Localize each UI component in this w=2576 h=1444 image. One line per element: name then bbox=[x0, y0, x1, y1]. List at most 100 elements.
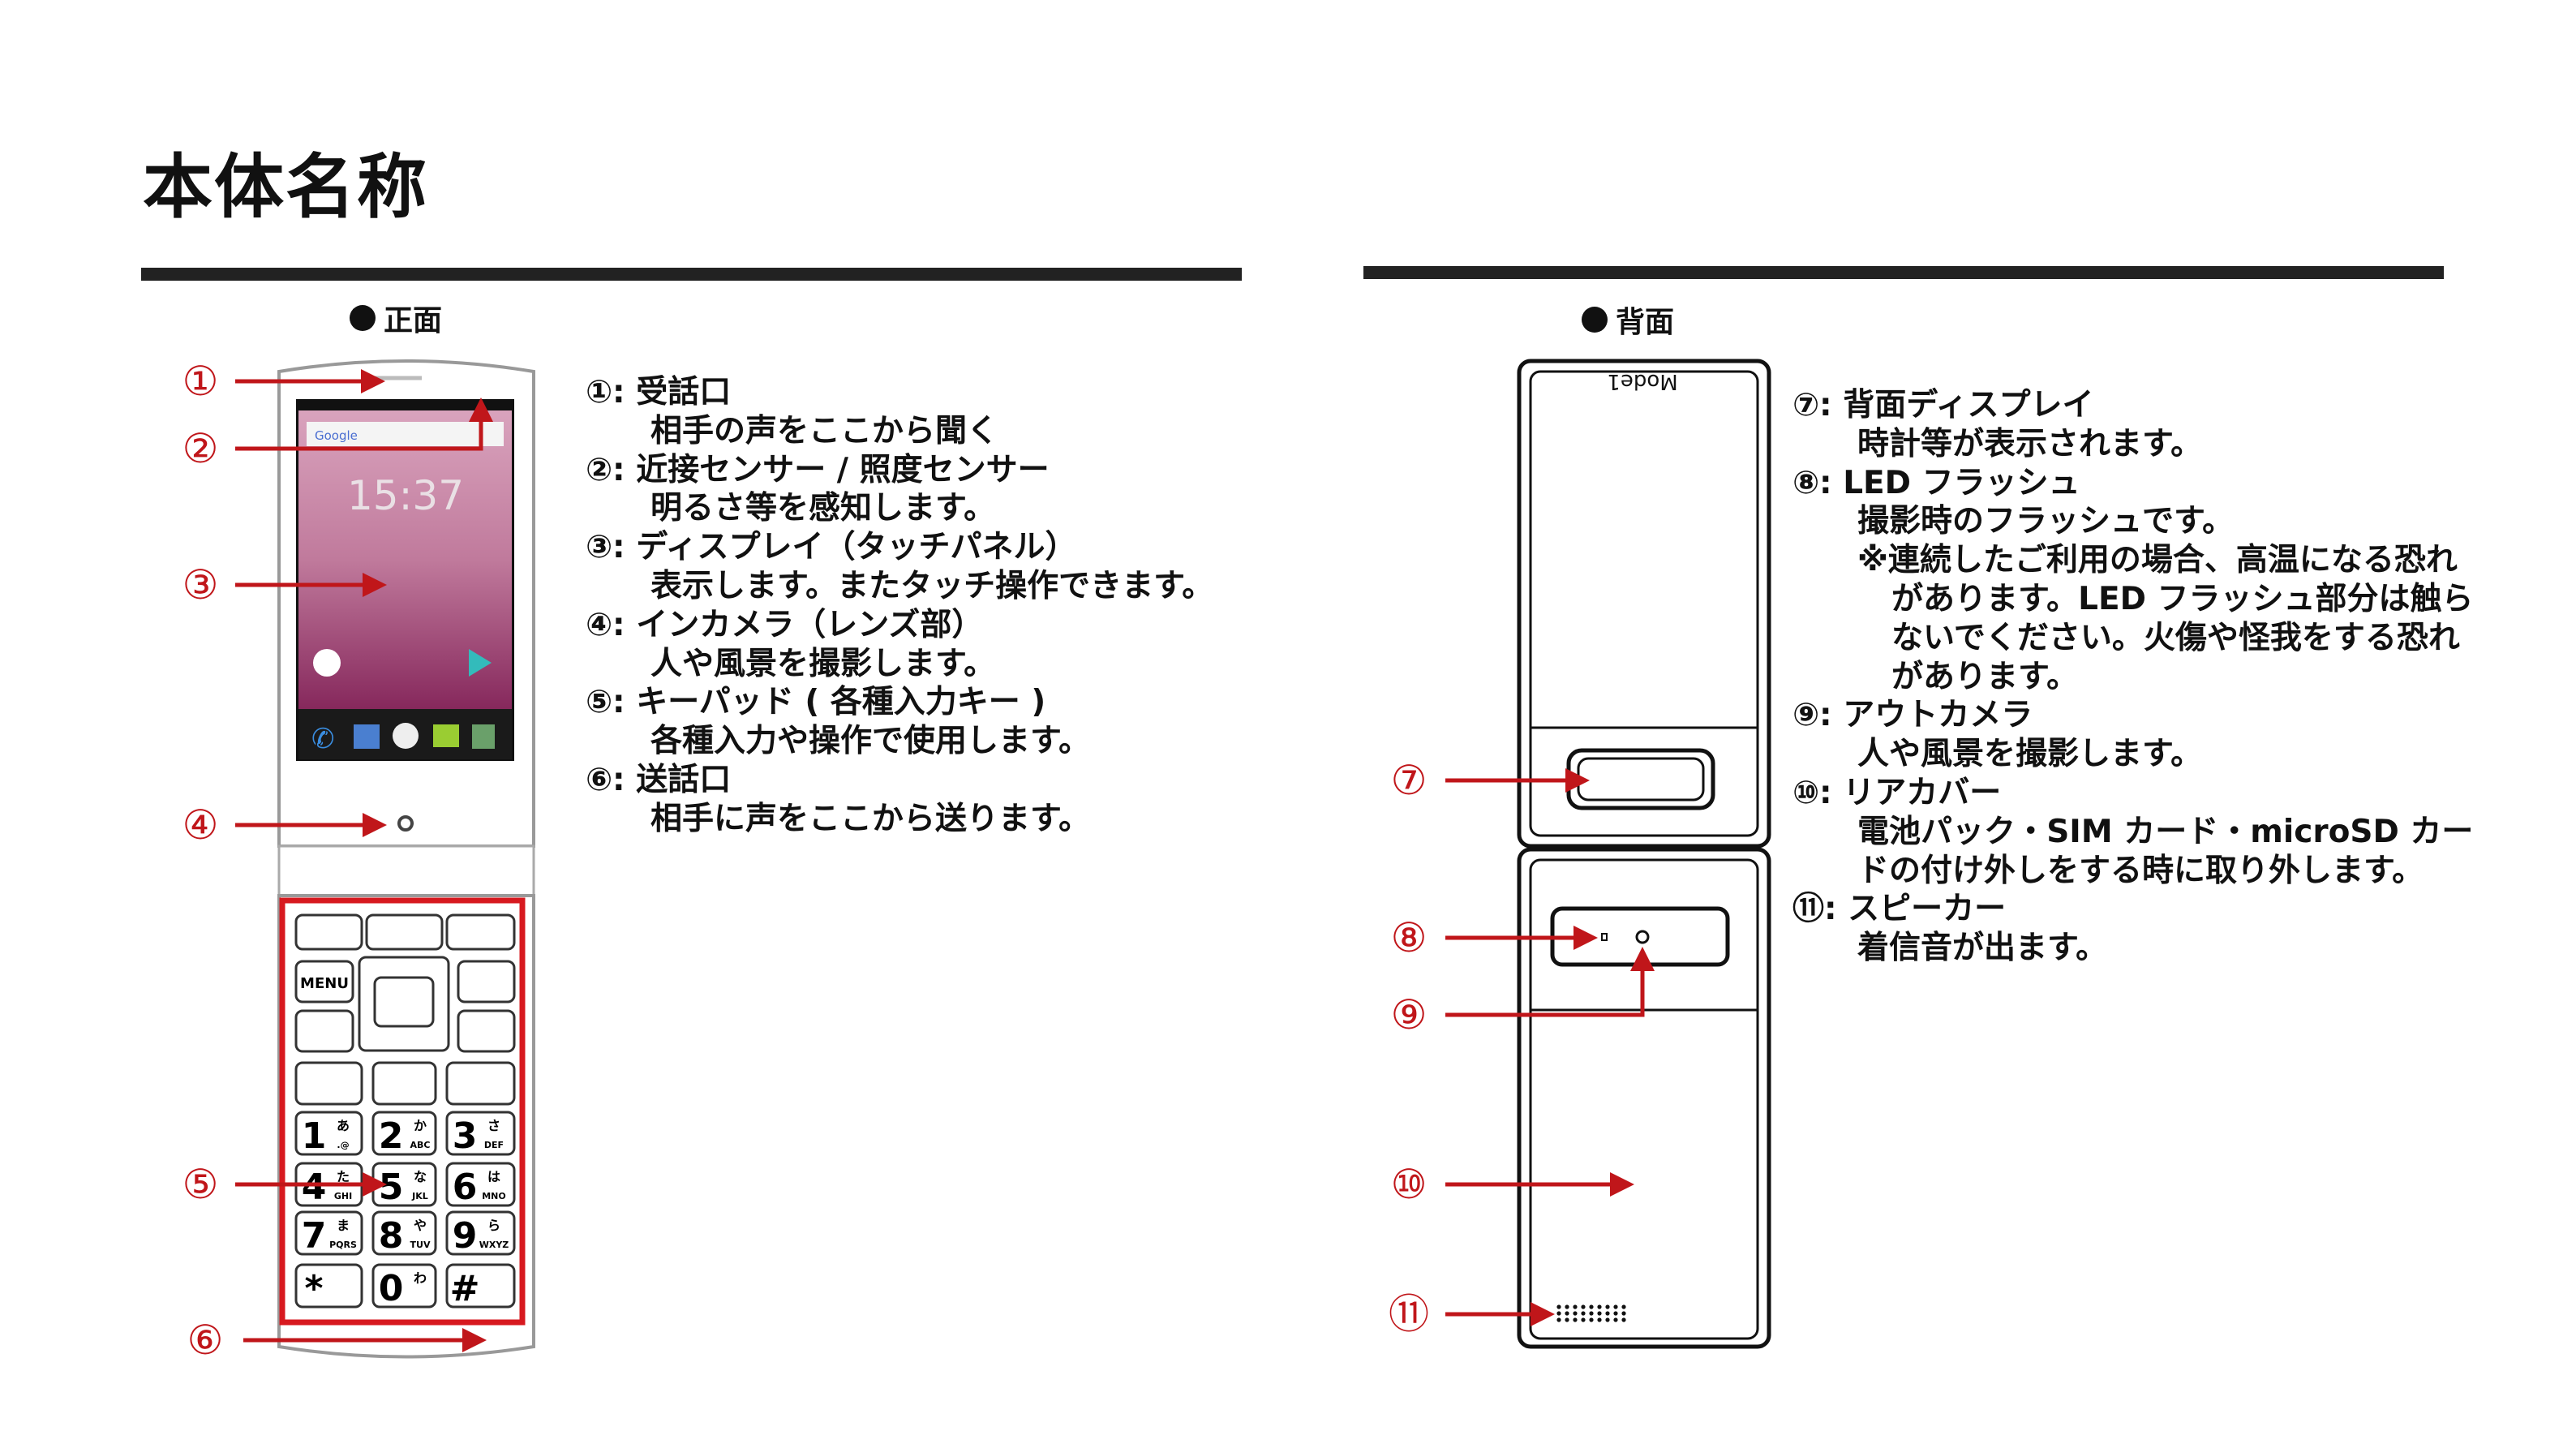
speaker-hole bbox=[1605, 1311, 1610, 1316]
key-kana: あ bbox=[337, 1118, 350, 1133]
key-voice[interactable] bbox=[365, 913, 444, 951]
section-rule-front bbox=[141, 268, 1242, 281]
play-store-icon bbox=[469, 649, 492, 677]
key-6[interactable] bbox=[445, 1162, 516, 1207]
model-mark: Mode1 bbox=[1607, 369, 1677, 393]
page-title: 本体名称 bbox=[143, 147, 428, 228]
callout-2: ② bbox=[182, 425, 219, 472]
key-letters: MNO bbox=[482, 1191, 506, 1201]
part-note: ※連続したご利用の場合、高温になる恐れ bbox=[1857, 542, 2458, 579]
back-phone: Mode1 bbox=[1517, 359, 1771, 1349]
front-callouts bbox=[235, 369, 493, 1352]
callout-1: ① bbox=[182, 358, 219, 405]
part-label: ⑤: キーパッド ( 各種入力キー ) bbox=[586, 684, 1046, 721]
part-desc: 時計等が表示されます。 bbox=[1857, 425, 2203, 462]
clock-time: 15:37 bbox=[347, 472, 464, 519]
key-internet[interactable] bbox=[457, 960, 516, 1003]
key-call[interactable] bbox=[294, 1061, 363, 1106]
speaker-hole bbox=[1613, 1317, 1618, 1322]
part-desc: 各種入力や操作で使用します。 bbox=[650, 723, 1091, 760]
front-display: Google 15:37 ✆ bbox=[296, 399, 514, 761]
speaker-hole bbox=[1573, 1317, 1578, 1322]
speaker-hole bbox=[1597, 1304, 1602, 1309]
back-callouts bbox=[1445, 768, 1655, 1326]
key-clear[interactable] bbox=[294, 913, 363, 951]
key-letters: DEF bbox=[484, 1140, 504, 1150]
part-desc: 相手の声をここから聞く bbox=[650, 412, 999, 449]
callout-7: ⑦ bbox=[1391, 757, 1428, 804]
key-1[interactable] bbox=[294, 1111, 363, 1156]
key-kana: ま bbox=[337, 1218, 350, 1233]
speaker-hole bbox=[1621, 1317, 1626, 1322]
speaker-hole bbox=[1589, 1304, 1594, 1309]
part-desc: 着信音が出ます。 bbox=[1857, 930, 2108, 967]
part-label: ⑩: リアカバー bbox=[1792, 774, 2002, 811]
keypad-highlight bbox=[279, 897, 526, 1326]
phone-app-icon: ✆ bbox=[311, 723, 335, 755]
callout-11: ⑪ bbox=[1389, 1291, 1429, 1338]
key-digit: # bbox=[450, 1268, 480, 1309]
part-desc: 明るさ等を感知します。 bbox=[650, 490, 996, 527]
part-label: ③: ディスプレイ（タッチパネル） bbox=[586, 529, 1077, 566]
phonebook-app-icon bbox=[472, 724, 495, 749]
speaker-hole bbox=[1597, 1317, 1602, 1322]
part-label: ④: インカメラ（レンズ部） bbox=[586, 606, 984, 643]
back-heading: 背面 bbox=[1582, 299, 1674, 341]
key-8[interactable] bbox=[371, 1210, 437, 1256]
key-digit: 4 bbox=[302, 1167, 327, 1208]
key-kana: た bbox=[337, 1169, 350, 1184]
part-desc: 人や風景を撮影します。 bbox=[650, 645, 996, 682]
key-kana: わ bbox=[414, 1270, 427, 1286]
key-mail[interactable] bbox=[294, 1009, 354, 1053]
part-label: ⑥: 送話口 bbox=[586, 761, 732, 798]
front-camera bbox=[397, 815, 414, 832]
speaker-hole bbox=[1565, 1317, 1569, 1322]
speaker-hole bbox=[1589, 1311, 1594, 1316]
speaker-hole bbox=[1589, 1317, 1594, 1322]
google-app-icon bbox=[313, 649, 341, 677]
key-2[interactable] bbox=[371, 1111, 437, 1156]
speaker-hole bbox=[1581, 1304, 1586, 1309]
key-star[interactable] bbox=[294, 1263, 363, 1309]
part-desc: 電池パック・SIM カード・microSD カー bbox=[1857, 813, 2474, 850]
key-center[interactable] bbox=[373, 976, 435, 1028]
key-letters: TUV bbox=[410, 1240, 431, 1250]
speaker-hole bbox=[1573, 1304, 1578, 1309]
speaker-hole bbox=[1621, 1311, 1626, 1316]
key-memo[interactable] bbox=[445, 913, 516, 951]
part-note: があります。LED フラッシュ部分は触ら bbox=[1891, 580, 2474, 617]
key-letters: JKL bbox=[411, 1191, 428, 1201]
key-letters: GHI bbox=[334, 1191, 352, 1201]
key-end[interactable] bbox=[445, 1061, 516, 1106]
key-3[interactable] bbox=[445, 1111, 516, 1156]
callout-4: ④ bbox=[182, 802, 219, 849]
part-label: ②: 近接センサー / 照度センサー bbox=[586, 451, 1050, 488]
key-digit: 6 bbox=[453, 1167, 478, 1208]
key-letters: ABC bbox=[410, 1140, 431, 1150]
messages-app-icon bbox=[433, 724, 459, 747]
part-desc: 相手に声をここから送ります。 bbox=[650, 800, 1091, 837]
key-letters: .@ bbox=[337, 1140, 349, 1150]
key-camera[interactable] bbox=[457, 1009, 516, 1053]
part-note: ないでください。火傷や怪我をする恐れ bbox=[1891, 619, 2460, 656]
front-callout-labels: ① ② ③ ④ ⑤ ⑥ bbox=[182, 358, 224, 1364]
key-menu-label: MENU bbox=[300, 975, 349, 992]
key-9[interactable] bbox=[445, 1210, 516, 1256]
speaker-hole bbox=[1581, 1311, 1586, 1316]
key-7[interactable] bbox=[294, 1210, 363, 1256]
section-rule-back bbox=[1363, 266, 2444, 279]
key-digit: 1 bbox=[302, 1115, 327, 1157]
speaker-hole bbox=[1613, 1304, 1618, 1309]
key-0[interactable] bbox=[371, 1263, 437, 1309]
search-bar bbox=[307, 422, 504, 446]
key-digit: 8 bbox=[379, 1215, 404, 1257]
key-menu[interactable] bbox=[294, 960, 354, 1003]
key-speed[interactable] bbox=[371, 1061, 437, 1106]
callout-6: ⑥ bbox=[187, 1317, 224, 1364]
callout-3: ③ bbox=[182, 561, 219, 608]
contacts-app-icon bbox=[354, 724, 380, 749]
bullet-icon bbox=[1582, 307, 1608, 333]
key-hash[interactable] bbox=[445, 1263, 516, 1309]
back-callout-labels: ⑦ ⑧ ⑨ ⑩ ⑪ bbox=[1389, 757, 1429, 1338]
